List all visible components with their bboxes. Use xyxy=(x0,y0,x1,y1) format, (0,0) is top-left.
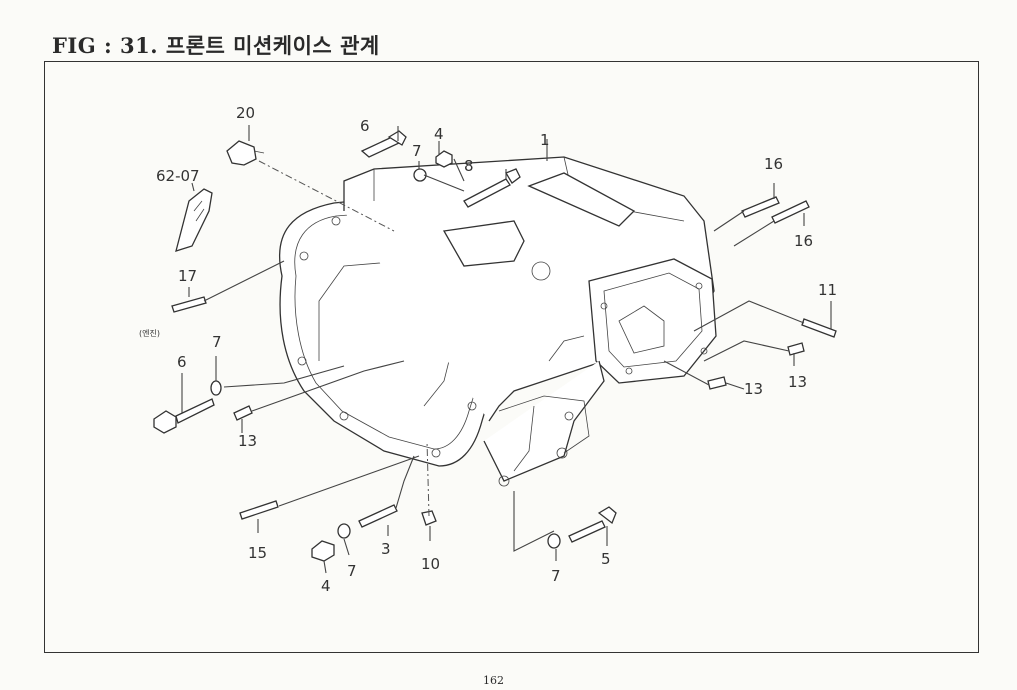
studs-16 xyxy=(741,196,810,224)
callout-17: 17 xyxy=(178,267,197,285)
pin-13-right xyxy=(787,342,805,356)
callout-7-right: 7 xyxy=(551,567,561,585)
callout-20: 20 xyxy=(236,104,255,122)
stud-3 xyxy=(358,504,398,528)
transmission-case xyxy=(278,156,717,487)
leader-lines xyxy=(181,125,832,574)
callout-62-07: 62-07 xyxy=(156,167,200,185)
callout-3: 3 xyxy=(381,540,391,558)
nut-4-top xyxy=(435,150,453,168)
callout-7-top: 7 xyxy=(412,142,422,160)
callout-8: 8 xyxy=(464,157,474,175)
pin-13-left xyxy=(233,405,253,421)
page-number: 162 xyxy=(483,674,504,687)
callout-16-bottom: 16 xyxy=(794,232,813,250)
callout-labels: 1 3 4 4 5 6 6 7 7 7 7 8 10 11 13 13 13 1… xyxy=(139,104,837,595)
callout-5: 5 xyxy=(601,550,611,568)
part-62-07-bracket xyxy=(175,188,213,252)
diagram-frame xyxy=(44,61,979,653)
callout-4-top: 4 xyxy=(434,125,444,143)
callout-11: 11 xyxy=(818,281,837,299)
engine-note: (엔진) xyxy=(139,328,160,338)
pin-13-lower-right xyxy=(707,376,727,390)
washer-7-left xyxy=(210,380,222,396)
bolt-8 xyxy=(463,168,521,208)
nut-4-bottom xyxy=(311,540,335,562)
bolt-5 xyxy=(568,506,617,543)
bolt-6-left xyxy=(153,398,215,434)
callout-13-right: 13 xyxy=(788,373,807,391)
callout-7-left: 7 xyxy=(212,333,222,351)
figure-title: FIG : 31. 프론트 미션케이스 관계 xyxy=(52,33,380,58)
callout-13-left: 13 xyxy=(238,432,257,450)
callout-16-top: 16 xyxy=(764,155,783,173)
exploded-parts-diagram: 1 3 4 4 5 6 6 7 7 7 7 8 10 11 13 13 13 1… xyxy=(139,104,837,595)
stud-17 xyxy=(171,296,207,313)
washer-7-top xyxy=(413,168,427,182)
callout-4-bottom: 4 xyxy=(321,577,331,595)
fitting-part-20 xyxy=(226,140,265,166)
callout-6-left: 6 xyxy=(177,353,187,371)
callout-13-lower-right: 13 xyxy=(744,380,763,398)
washer-7-right xyxy=(547,533,561,549)
callout-7-bottom: 7 xyxy=(347,562,357,580)
callout-15: 15 xyxy=(248,544,267,562)
callout-1: 1 xyxy=(540,131,550,149)
callout-6-top: 6 xyxy=(360,117,370,135)
washer-7-bottom xyxy=(337,523,351,539)
stud-15 xyxy=(239,500,279,520)
callout-10: 10 xyxy=(421,555,440,573)
